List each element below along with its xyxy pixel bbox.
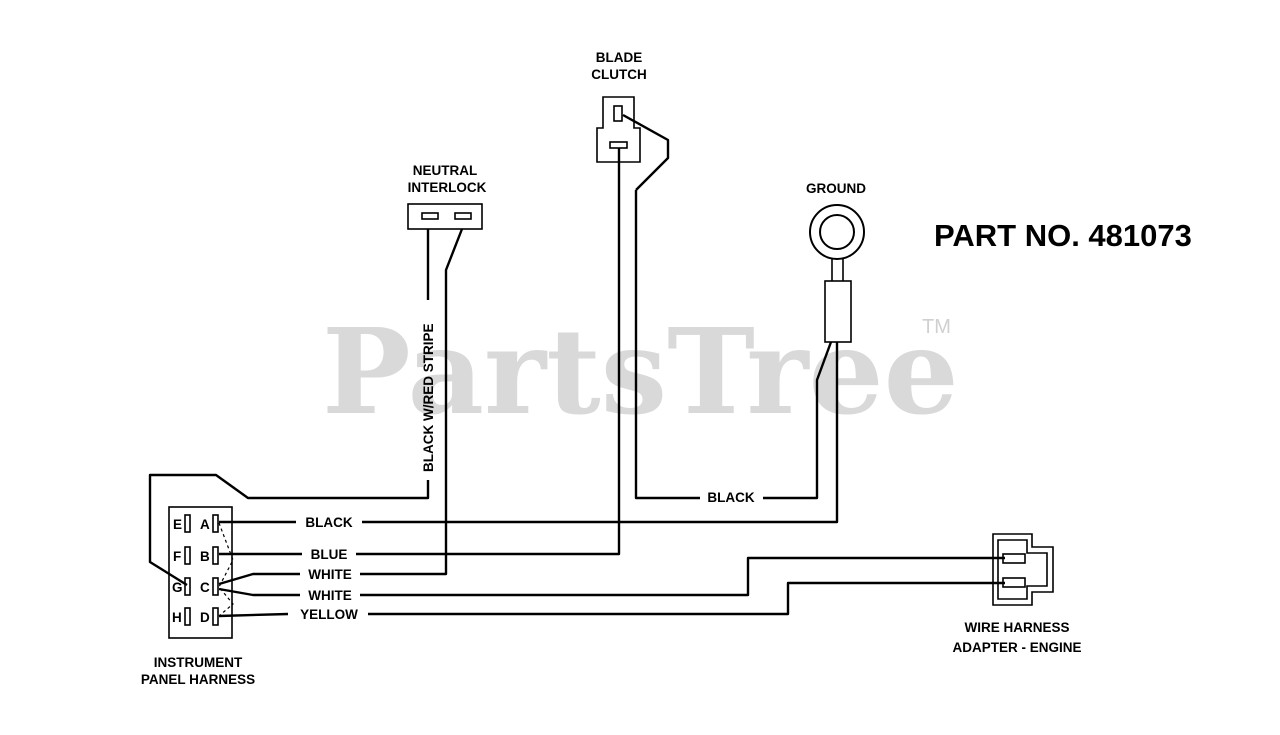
terminal-E: E — [173, 517, 182, 532]
watermark-text: PartsTree — [322, 302, 959, 441]
ground-terminal — [809, 204, 865, 343]
part-number: PART NO. 481073 — [934, 218, 1192, 253]
engine-adapter-connector — [992, 533, 1054, 606]
terminal-D: D — [200, 610, 210, 625]
label-black-a: BLACK — [305, 515, 352, 530]
instrument-panel-label-1: INSTRUMENT — [154, 655, 243, 670]
terminal-A: A — [200, 517, 210, 532]
wire-white-c2 — [218, 587, 300, 597]
label-black-ground: BLACK — [707, 490, 754, 505]
label-white-c1: WHITE — [308, 567, 352, 582]
neutral-interlock-label-1: NEUTRAL — [413, 163, 478, 178]
terminal-F: F — [173, 549, 181, 564]
wire-yellow-d — [218, 612, 289, 618]
ground-label: GROUND — [806, 181, 866, 196]
blade-clutch-label-2: CLUTCH — [591, 67, 647, 82]
terminal-C: C — [200, 580, 210, 595]
label-black-red-stripe: BLACK W/RED STRIPE — [421, 324, 436, 473]
terminal-G: G — [172, 580, 183, 595]
wire-black-red-stripe — [148, 473, 430, 587]
neutral-interlock-label-2: INTERLOCK — [408, 180, 487, 195]
watermark-tm: TM — [922, 316, 951, 338]
blade-clutch-label-1: BLADE — [596, 50, 643, 65]
instrument-panel-label-2: PANEL HARNESS — [141, 672, 255, 687]
neutral-interlock-switch — [407, 203, 483, 230]
terminal-B: B — [200, 549, 210, 564]
label-blue-b: BLUE — [311, 547, 348, 562]
wire-harness-label-2: ADAPTER - ENGINE — [952, 640, 1081, 655]
terminal-H: H — [172, 610, 182, 625]
label-white-c2: WHITE — [308, 588, 352, 603]
instrument-panel-connector: E F G H A B C D — [168, 506, 234, 639]
label-yellow-d: YELLOW — [300, 607, 358, 622]
wire-harness-label-1: WIRE HARNESS — [964, 620, 1069, 635]
blade-clutch-connector — [596, 96, 670, 191]
wire-black-ground — [634, 190, 700, 500]
wire-white-c1 — [218, 572, 300, 586]
